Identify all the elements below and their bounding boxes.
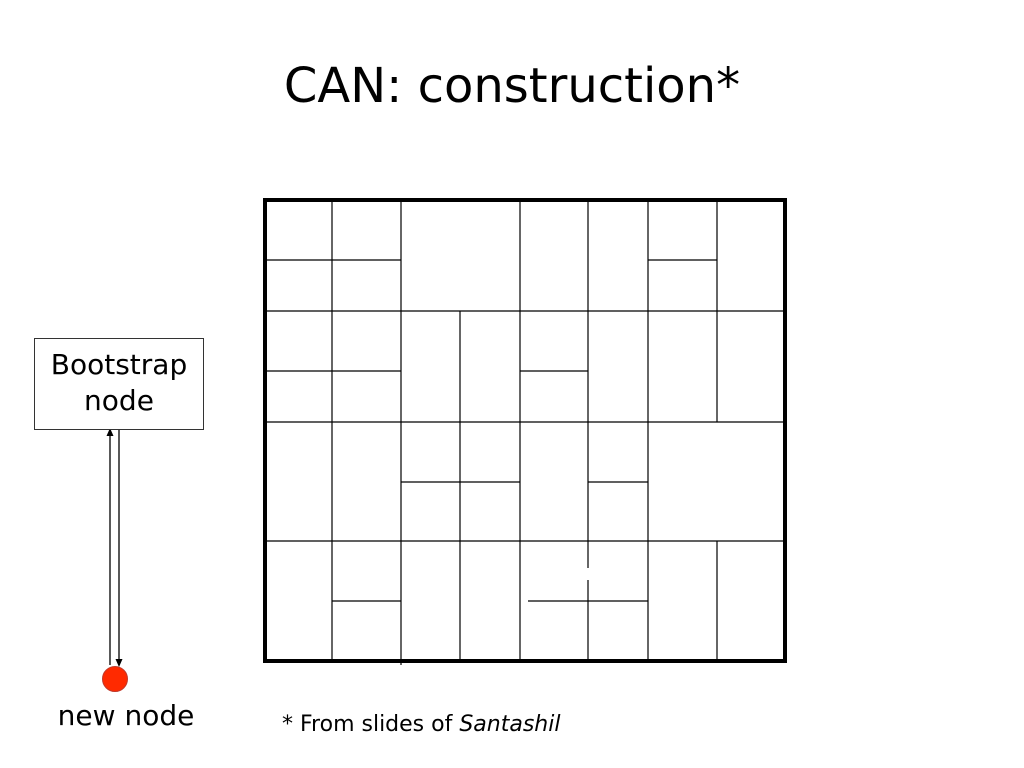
slide-title: CAN: construction* <box>283 58 741 114</box>
can-space-border <box>263 198 787 663</box>
footnote-prefix: * From slides of <box>282 712 460 737</box>
bootstrap-node-label-line1: Bootstrap <box>50 348 188 381</box>
join-request-arrows <box>106 428 123 667</box>
bootstrap-node-label-line2: node <box>84 384 154 417</box>
arrowhead-up-icon <box>106 428 114 436</box>
new-node-dot <box>102 666 128 692</box>
bootstrap-node-box: Bootstrap node <box>34 338 204 430</box>
footnote: * From slides of Santashil <box>282 710 560 740</box>
new-node-label: new node <box>57 699 195 732</box>
footnote-author: Santashil <box>459 712 561 737</box>
arrowhead-down-icon <box>115 659 123 667</box>
can-coordinate-space <box>263 198 787 665</box>
zone-boundaries <box>265 200 785 665</box>
